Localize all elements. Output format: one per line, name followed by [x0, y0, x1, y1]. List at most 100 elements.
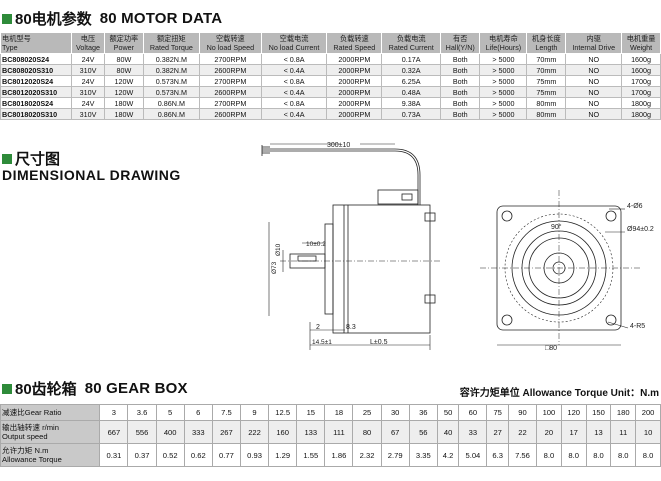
gear-value-cell: 60: [458, 404, 488, 421]
gear-value-cell: 18: [324, 404, 354, 421]
pcd-label: Ø94±0.2: [627, 226, 654, 233]
gear-value-cell: 4.2: [436, 443, 460, 467]
dim-8-3-label: 8.3: [346, 324, 356, 331]
gear-value-cell: 8.0: [635, 443, 661, 467]
motor-spec-cell: 2600RPM: [198, 86, 262, 98]
green-square-icon: [2, 383, 12, 394]
gear-value-cell: 1.86: [324, 443, 354, 467]
cable-length-label: 300±10: [327, 142, 350, 149]
motor-spec-cell: Both: [440, 64, 481, 76]
gear-value-cell: 111: [324, 420, 354, 444]
motor-spec-cell: 2700RPM: [198, 75, 262, 87]
gear-value-cell: 9: [239, 404, 270, 421]
motor-spec-cell: 180W: [103, 108, 144, 120]
motor-spec-cell: < 0.4A: [260, 86, 328, 98]
motor-spec-cell: 310V: [71, 86, 105, 98]
gear-value-cell: 133: [296, 420, 326, 444]
cable-line: [262, 148, 421, 205]
motor-model-cell: BC8012020S24: [0, 75, 73, 87]
gear-value-cell: 3: [99, 404, 129, 421]
gear-value-cell: 180: [610, 404, 637, 421]
motor-spec-cell: NO: [565, 86, 623, 98]
motor-model-cell: BC808020S24: [0, 53, 73, 65]
gear-value-cell: 12.5: [268, 404, 298, 421]
motor-spec-cell: < 0.4A: [260, 108, 328, 120]
motor-spec-cell: 70mm: [526, 64, 567, 76]
motor-spec-cell: 1600g: [621, 53, 661, 65]
motor-spec-cell: 0.382N.M: [142, 64, 200, 76]
gear-value-cell: 25: [352, 404, 382, 421]
motor-spec-cell: 9.38A: [381, 97, 442, 109]
gear-value-cell: 30: [380, 404, 410, 421]
motor-model-cell: BC8018020S24: [0, 97, 73, 109]
motor-spec-cell: 1800g: [621, 108, 661, 120]
motor-spec-cell: NO: [565, 64, 623, 76]
motor-spec-cell: < 0.4A: [260, 64, 328, 76]
gear-value-cell: 222: [239, 420, 270, 444]
gear-value-cell: 3.6: [127, 404, 157, 421]
gear-value-cell: 15: [296, 404, 326, 421]
gear-value-cell: 200: [635, 404, 661, 421]
motor-spec-cell: > 5000: [479, 53, 528, 65]
motor-spec-cell: Both: [440, 97, 481, 109]
radius-label: 4-R5: [630, 323, 645, 330]
motor-spec-cell: 1700g: [621, 75, 661, 87]
flange-hole: [501, 210, 513, 222]
gear-value-cell: 0.52: [155, 443, 185, 467]
gear-value-cell: 8.0: [536, 443, 562, 467]
motor-spec-cell: > 5000: [479, 64, 528, 76]
motor-spec-cell: 2000RPM: [326, 97, 383, 109]
motor-spec-cell: Both: [440, 86, 481, 98]
motor-spec-cell: < 0.8A: [260, 97, 328, 109]
motor-spec-cell: 80W: [103, 64, 144, 76]
gear-value-cell: 11: [610, 420, 637, 444]
motor-spec-cell: 80W: [103, 53, 144, 65]
gear-value-cell: 27: [486, 420, 509, 444]
gear-value-cell: 8.0: [610, 443, 637, 467]
motor-section-title: 80电机参数 80 MOTOR DATA: [2, 8, 222, 29]
motor-title-zh: 80电机参数: [15, 11, 92, 28]
green-square-icon: [2, 13, 12, 24]
dim-14-5-label: 14.5±1: [312, 339, 332, 346]
green-square-icon: [2, 153, 12, 164]
motor-spec-cell: > 5000: [479, 75, 528, 87]
gear-section-title: 80齿轮箱 80 GEAR BOX: [2, 378, 188, 399]
dimension-title-zh: 尺寸图: [15, 151, 61, 168]
dimension-section-title: 尺寸图: [2, 148, 60, 169]
motor-spec-cell: > 5000: [479, 108, 528, 120]
gear-value-cell: 1.29: [268, 443, 298, 467]
gear-value-cell: 120: [560, 404, 587, 421]
dimension-title-en: DIMENSIONAL DRAWING: [2, 167, 181, 183]
motor-spec-cell: 310V: [71, 108, 105, 120]
motor-spec-cell: NO: [565, 53, 623, 65]
motor-spec-cell: > 5000: [479, 97, 528, 109]
gear-value-cell: 10: [635, 420, 661, 444]
gear-value-cell: 36: [408, 404, 438, 421]
gear-value-cell: 0.62: [183, 443, 213, 467]
dim-2-label: 2: [316, 324, 320, 331]
motor-spec-cell: 0.73A: [381, 108, 442, 120]
motor-spec-cell: Both: [440, 75, 481, 87]
motor-spec-cell: 0.32A: [381, 64, 442, 76]
motor-spec-cell: 75mm: [526, 75, 567, 87]
motor-spec-cell: 24V: [71, 53, 105, 65]
motor-spec-cell: 310V: [71, 64, 105, 76]
gear-value-cell: 67: [380, 420, 410, 444]
motor-spec-cell: 2000RPM: [326, 53, 383, 65]
